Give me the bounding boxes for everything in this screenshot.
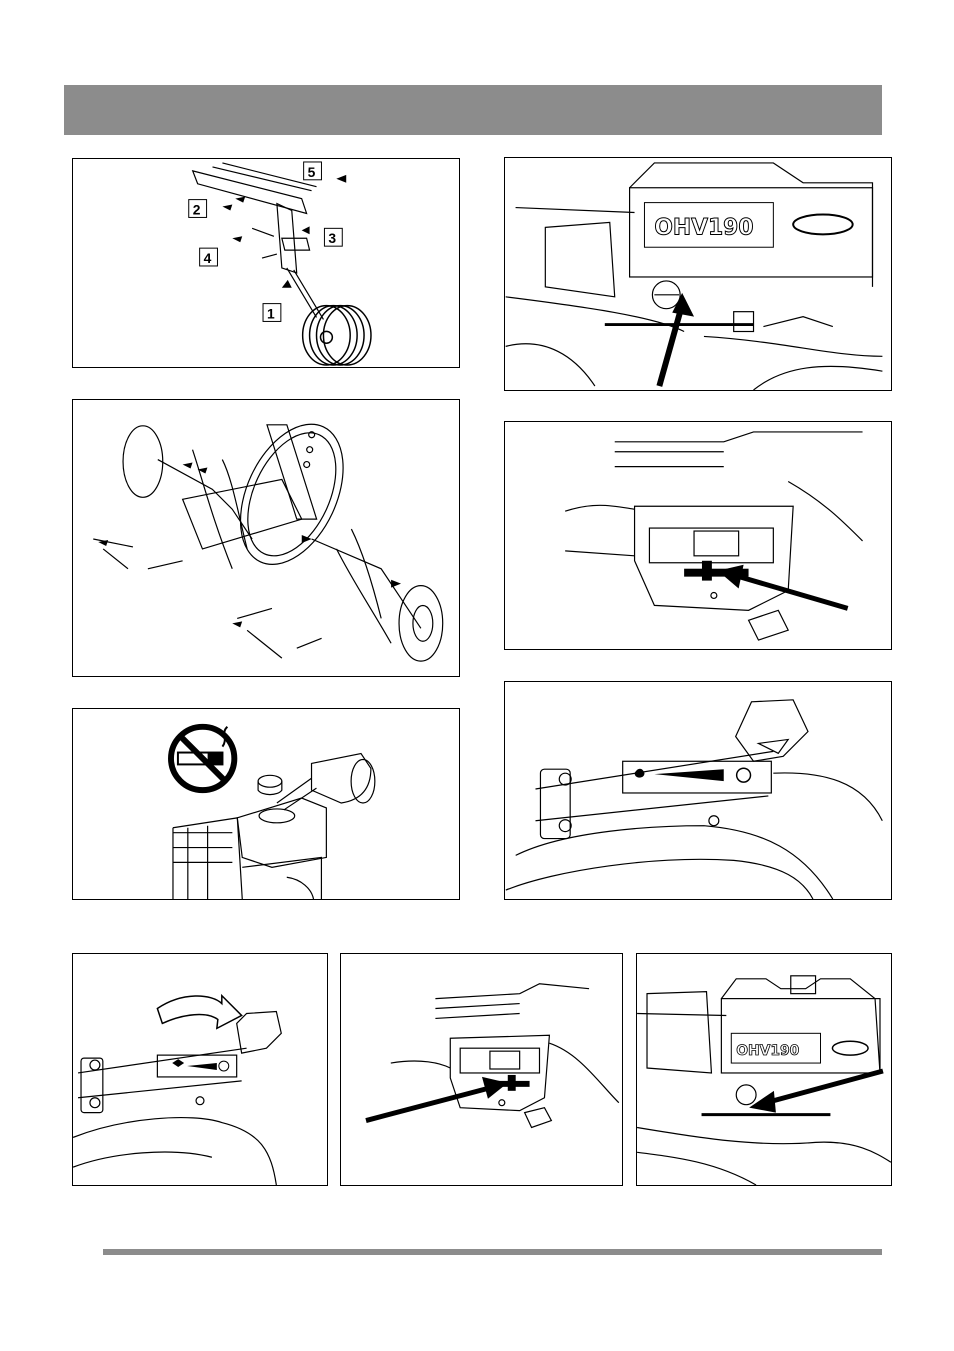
tines-assembly-drawing [73,400,459,676]
figure-wheel-assembly: 5 2 3 4 1 [72,158,460,368]
arrow-icon [366,1077,508,1121]
wheel [303,306,371,365]
figure-handlebar-control [504,681,892,900]
callout-2: 2 [193,201,201,217]
header-bar [64,85,882,135]
callout-1: 1 [267,305,275,321]
engine-label-plate: OHV190 [731,1033,868,1063]
handlebar-control-drawing [505,682,891,899]
footer-rule [103,1249,882,1255]
figure-engine-choke: OHV190 [636,953,892,1186]
figure-handlebar-rotate [72,953,328,1186]
no-smoking-icon [171,727,234,790]
callout-4: 4 [204,250,212,266]
callout-5: 5 [308,164,316,180]
arrow-icon [718,565,848,609]
arrow-icon [659,293,694,386]
figure-shift-lever [504,421,892,650]
figure-fuel-filling [72,708,460,900]
fuel-filling-drawing [73,709,459,899]
handlebar-rotate-drawing [73,954,327,1185]
callout-3: 3 [328,230,336,246]
control-decal [172,1059,229,1071]
arrow-icon [749,1071,883,1113]
curved-arrow-icon [157,996,241,1029]
wheel-assembly-drawing: 5 2 3 4 1 [73,159,459,367]
figure-tines-assembly [72,399,460,677]
engine-model-label: OHV190 [736,1043,799,1059]
figure-shift-lever-neutral [340,953,623,1186]
figure-engine-valve: OHV190 [504,157,892,391]
engine-label-plate: OHV190 [644,203,852,248]
shift-lever-neutral-drawing [341,954,622,1185]
engine-choke-drawing: OHV190 [637,954,891,1185]
engine-valve-drawing: OHV190 [505,158,891,390]
shift-lever-drawing [505,422,891,649]
engine-model-label: OHV190 [654,215,753,240]
